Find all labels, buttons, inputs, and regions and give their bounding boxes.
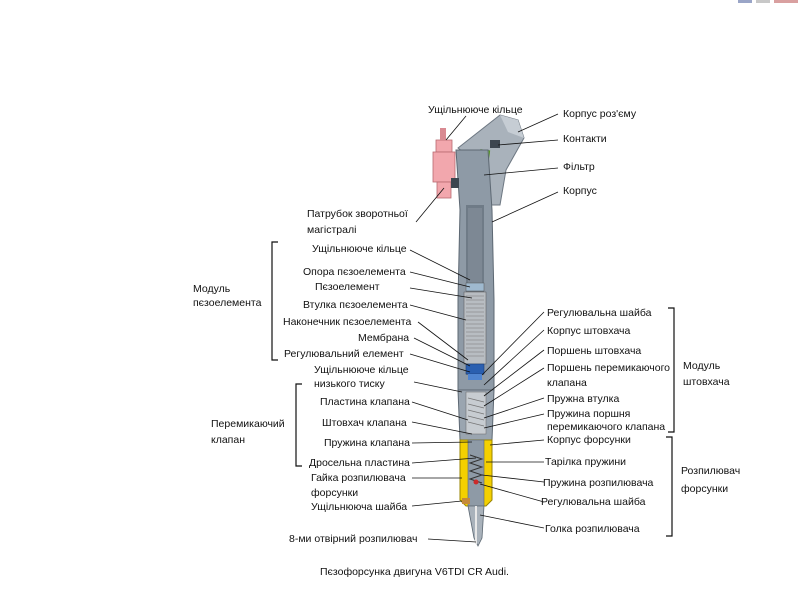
window-corner-controls <box>736 0 800 4</box>
label-valve-plate: Пластина клапана <box>320 396 410 408</box>
label-return-line-2: магістралі <box>307 224 356 236</box>
piezo-stack <box>463 282 487 380</box>
label-spring-sleeve: Пружна втулка <box>547 393 619 405</box>
module-piezo-title: Модуль <box>193 283 231 295</box>
module-switch-valve-title: Перемикаючий <box>211 418 285 430</box>
maximize-icon[interactable] <box>756 0 770 3</box>
label-nozzle-nut-2: форсунки <box>311 487 358 499</box>
label-adjust-washer: Регулювальна шайба <box>547 307 652 319</box>
label-nozzle-body: Корпус форсунки <box>547 434 631 446</box>
diagram-caption: Пєзофорсунка двигуна V6TDI CR Audi. <box>320 566 509 578</box>
label-low-pressure-seal-2: низького тиску <box>314 378 385 390</box>
module-switch-valve-title-2: клапан <box>211 434 245 446</box>
label-piezo-element: Пєзоелемент <box>315 281 380 293</box>
label-switch-piston: Поршень перемикаючого <box>547 362 670 374</box>
label-adjusting-element: Регулювальний елемент <box>284 348 404 360</box>
labels: Ущільнююче кільце Корпус роз'єму Контакт… <box>193 104 740 578</box>
label-piezo-sleeve: Втулка пєзоелемента <box>303 299 408 311</box>
leader-lines <box>409 113 559 543</box>
label-nozzle-needle: Голка розпилювача <box>545 523 640 535</box>
label-membrane: Мембрана <box>358 332 409 344</box>
label-piezo-support: Опора пєзоелемента <box>303 266 406 278</box>
label-valve-plunger: Штовхач клапана <box>322 417 407 429</box>
label-nozzle-spring: Пружина розпилювача <box>543 477 654 489</box>
return-line-fitting <box>432 128 459 199</box>
label-seal-ring: Ущільнююче кільце <box>428 104 523 116</box>
label-plunger-body: Корпус штовхача <box>547 325 631 337</box>
label-body: Корпус <box>563 185 597 197</box>
bracket-switch-valve <box>295 383 302 467</box>
label-low-pressure-seal: Ущільнююче кільце <box>314 364 409 376</box>
label-plunger-piston: Поршень штовхача <box>547 345 641 357</box>
label-adjust-washer-2: Регулювальна шайба <box>541 496 646 508</box>
module-sprayer-title: Розпилювач <box>681 465 740 477</box>
module-brackets <box>271 241 675 537</box>
module-plunger-title: Модуль <box>683 360 721 372</box>
label-seal-washer: Ущільнююча шайба <box>311 501 407 513</box>
contact-pins <box>490 140 500 148</box>
label-connector-body: Корпус роз'єму <box>563 108 637 120</box>
minimize-icon[interactable] <box>738 0 752 3</box>
bracket-sprayer <box>666 436 673 537</box>
label-return-line: Патрубок зворотньої <box>307 208 408 220</box>
label-contacts: Контакти <box>563 133 607 145</box>
module-plunger-title-2: штовхача <box>683 376 730 388</box>
label-nozzle-8-hole: 8-ми отвірний розпилювач <box>289 533 417 545</box>
label-throttle-plate: Дросельна пластина <box>309 457 410 469</box>
label-piezo-tip: Наконечник пєзоелемента <box>283 316 411 328</box>
label-piston-spring-2: перемикаючого клапана <box>547 421 665 433</box>
injector-illustration <box>432 114 525 547</box>
label-filter: Фільтр <box>563 161 595 173</box>
module-piezo-title-2: пєзоелемента <box>193 297 262 309</box>
label-switch-piston-2: клапана <box>547 377 587 389</box>
bracket-piezo-module <box>271 241 278 361</box>
seal-washer-part <box>462 498 470 504</box>
bracket-plunger-module <box>668 307 675 433</box>
label-valve-spring: Пружина клапана <box>324 437 410 449</box>
label-seal-ring-2: Ущільнююче кільце <box>312 243 407 255</box>
label-nozzle-nut: Гайка розпилювача <box>311 472 406 484</box>
close-icon[interactable] <box>774 0 798 3</box>
module-sprayer-title-2: форсунки <box>681 483 728 495</box>
label-spring-plate: Тарілка пружини <box>545 456 626 468</box>
label-piston-spring: Пружина поршня <box>547 408 630 420</box>
